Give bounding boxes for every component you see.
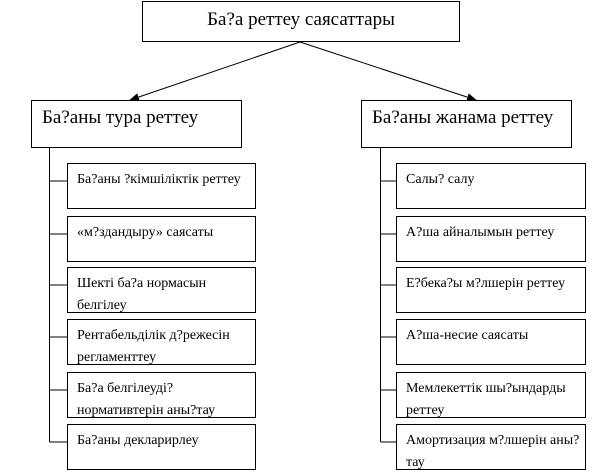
right-item: А?ша-несие саясаты bbox=[396, 319, 586, 365]
right-item: А?ша айналымын реттеу bbox=[396, 216, 586, 262]
arrow-left bbox=[129, 41, 301, 101]
left-item: Ба?аны декларирлеу bbox=[67, 424, 256, 470]
right-tree-lines bbox=[380, 148, 396, 443]
right-item: Мемлекеттік шы?ындарды реттеу bbox=[396, 372, 586, 418]
left-item: Шекті ба?а нормасын белгілеу bbox=[67, 267, 256, 313]
right-item: Е?бека?ы м?лшерін реттеу bbox=[396, 267, 586, 313]
right-branch-title: Ба?аны жанама реттеу bbox=[361, 100, 572, 148]
left-branch-title: Ба?аны тура реттеу bbox=[31, 100, 242, 148]
left-item: Ба?а белгілеуді? нормативтерін аны?тау bbox=[67, 372, 256, 418]
right-item: Салы? салу bbox=[396, 163, 586, 209]
left-item: Ба?аны ?кімшіліктік реттеу bbox=[67, 163, 256, 209]
arrow-right bbox=[299, 41, 477, 101]
left-tree-lines bbox=[49, 148, 67, 443]
root-node: Ба?а реттеу саясаттары bbox=[142, 1, 460, 42]
left-item: «м?здандыру» саясаты bbox=[67, 216, 256, 262]
left-item: Рентабельділік д?режесін регламенттеу bbox=[67, 319, 256, 365]
right-item: Амортизация м?лшерін аны?тау bbox=[396, 424, 586, 470]
